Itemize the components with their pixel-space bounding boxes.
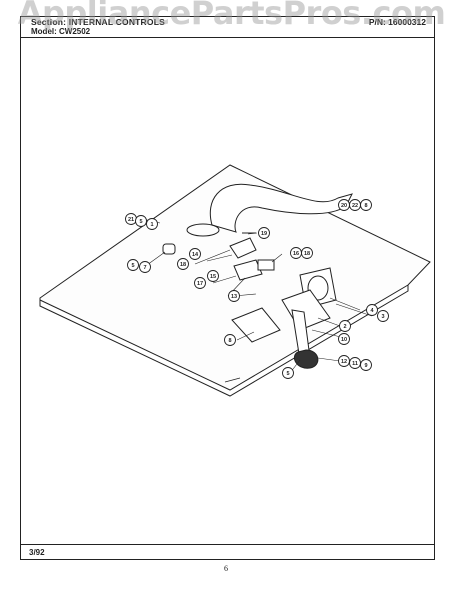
svg-text:8: 8 xyxy=(228,338,231,344)
svg-text:8: 8 xyxy=(364,203,367,209)
svg-text:22: 22 xyxy=(352,203,358,209)
callout-13: 13 xyxy=(228,290,240,302)
callout-9: 9 xyxy=(360,359,372,371)
selector-18 xyxy=(257,259,275,271)
callout-20: 20 xyxy=(338,199,350,211)
svg-text:21: 21 xyxy=(128,217,134,223)
mounting-bracket xyxy=(231,307,281,343)
svg-text:12: 12 xyxy=(341,359,347,365)
callout-21: 21 xyxy=(125,213,137,225)
part-number: P/N: 16000312 xyxy=(368,17,426,27)
svg-text:3: 3 xyxy=(381,314,384,320)
callout-18: 18 xyxy=(301,247,313,259)
switch-15 xyxy=(233,259,263,281)
svg-text:17: 17 xyxy=(197,281,203,287)
callout-10: 10 xyxy=(338,333,350,345)
callout-12: 12 xyxy=(338,355,350,367)
callout-11: 11 xyxy=(349,357,361,369)
svg-text:19: 19 xyxy=(261,231,267,237)
watermark: AppliancePartsPros.com xyxy=(17,0,446,32)
callout-19: 19 xyxy=(258,227,270,239)
callout-16: 16 xyxy=(290,247,302,259)
fill-hose xyxy=(209,183,353,233)
svg-text:16: 16 xyxy=(293,251,299,257)
bracket-14 xyxy=(229,237,257,259)
svg-text:10: 10 xyxy=(341,337,347,343)
callout-22: 22 xyxy=(349,199,361,211)
callout-1: 1 xyxy=(146,218,158,230)
callout-7: 7 xyxy=(139,261,151,273)
callout-8: 8 xyxy=(360,199,372,211)
svg-text:5: 5 xyxy=(131,263,134,269)
diagram-frame: Section: INTERNAL CONTROLS P/N: 16000312… xyxy=(20,16,435,560)
svg-text:20: 20 xyxy=(341,203,347,209)
callout-3: 3 xyxy=(377,310,389,322)
section-title: Section: INTERNAL CONTROLS xyxy=(31,17,165,27)
svg-text:15: 15 xyxy=(210,274,216,280)
page-number: 6 xyxy=(224,564,228,573)
rotary-switch xyxy=(162,243,176,255)
svg-text:13: 13 xyxy=(231,294,237,300)
svg-text:5: 5 xyxy=(139,219,142,225)
callout-5: 5 xyxy=(135,215,147,227)
svg-text:5: 5 xyxy=(286,371,289,377)
callout-4: 4 xyxy=(366,304,378,316)
callout-2: 2 xyxy=(339,320,351,332)
knob-12 xyxy=(294,349,319,369)
svg-text:11: 11 xyxy=(352,361,358,367)
callout-5: 5 xyxy=(127,259,139,271)
header-bar: Section: INTERNAL CONTROLS P/N: 16000312… xyxy=(21,17,434,38)
callout-17: 17 xyxy=(194,277,206,289)
svg-text:1: 1 xyxy=(150,222,153,228)
footer-divider xyxy=(21,544,434,545)
callout-5: 5 xyxy=(282,367,294,379)
callout-14: 14 xyxy=(189,248,201,260)
svg-text:2: 2 xyxy=(343,324,346,330)
revision-date: 3/92 xyxy=(29,548,45,557)
svg-text:9: 9 xyxy=(364,363,367,369)
callout-8: 8 xyxy=(224,334,236,346)
svg-text:4: 4 xyxy=(370,308,374,314)
svg-text:14: 14 xyxy=(192,252,199,258)
model-label: Model: CW2502 xyxy=(31,27,91,36)
svg-text:18: 18 xyxy=(304,251,310,257)
svg-text:7: 7 xyxy=(143,265,146,271)
callout-18: 18 xyxy=(177,258,189,270)
callout-15: 15 xyxy=(207,270,219,282)
svg-text:18: 18 xyxy=(180,262,186,268)
base-plate-edge xyxy=(39,285,409,397)
